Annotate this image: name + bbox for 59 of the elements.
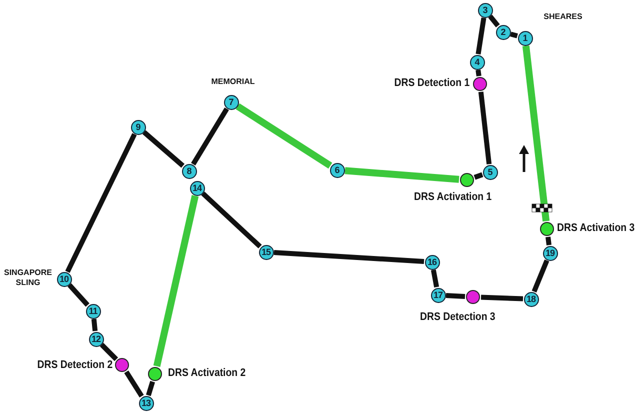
corner-number-marker: 5 [482, 164, 498, 180]
corner-name-label: SHEARES [542, 12, 584, 22]
drs-zone-label: DRS Activation 2 [168, 367, 246, 379]
corner-number-marker: 8 [182, 164, 196, 178]
activation-point-marker [148, 367, 162, 381]
corner-name-label: MEMORIAL [210, 77, 256, 88]
track-segment [446, 293, 466, 299]
drs-zone-track-segment [236, 103, 332, 169]
track-segment [430, 269, 440, 288]
track-segment [546, 236, 552, 246]
corner-number-marker: 17 [430, 288, 446, 302]
drs-zone-label: DRS Detection 1 [394, 77, 470, 89]
track-segment [191, 108, 229, 166]
drs-zone-track-segment [153, 195, 199, 367]
track-segment [476, 70, 482, 76]
corner-number-marker: 16 [424, 254, 440, 270]
corner-number-marker: 9 [130, 120, 146, 134]
drs-zone-track-segment [344, 167, 460, 183]
corner-number-marker: 13 [138, 396, 154, 410]
track-segment [146, 380, 155, 396]
track-segment [201, 192, 262, 248]
track-segment [142, 130, 185, 168]
drs-zone-label: DRS Detection 3 [420, 311, 496, 323]
track-segment [488, 14, 500, 28]
corner-number-marker: 18 [524, 292, 538, 306]
drs-zone-label: DRS Activation 1 [414, 191, 492, 203]
activation-point-marker [460, 173, 474, 187]
track-segment [480, 294, 524, 302]
track-segment [68, 283, 90, 307]
detection-point-marker [473, 77, 487, 91]
drs-zone-label: DRS Detection 2 [37, 359, 113, 371]
corner-number-marker: 12 [88, 332, 104, 346]
track-segment [274, 250, 424, 264]
track-segment [478, 92, 492, 164]
corner-number-marker: 2 [496, 24, 510, 40]
activation-point-marker [540, 222, 554, 236]
detection-point-marker [115, 358, 129, 372]
detection-point-marker [466, 290, 480, 304]
track-segment [532, 259, 550, 293]
track-segment [476, 18, 486, 54]
corner-number-marker: 11 [86, 304, 100, 318]
corner-number-marker: 10 [56, 272, 72, 286]
corner-number-marker: 6 [330, 162, 344, 178]
track-segment [91, 318, 98, 332]
track-segment [474, 172, 484, 180]
corner-name-label: SINGAPORE SLING [2, 268, 53, 289]
track-segment [510, 32, 518, 38]
corner-number-marker: 4 [470, 54, 484, 70]
track-segment [100, 342, 118, 362]
corner-number-marker: 3 [478, 2, 492, 18]
corner-number-marker: 1 [518, 30, 532, 46]
corner-number-marker: 15 [258, 244, 274, 260]
track-segment [65, 133, 137, 273]
track-segment [124, 370, 144, 398]
drs-zone-track-segment [522, 46, 550, 222]
corner-number-marker: 19 [542, 246, 558, 260]
corner-number-marker: 14 [190, 180, 204, 196]
corner-number-marker: 7 [224, 94, 238, 110]
drs-zone-label: DRS Activation 3 [557, 222, 635, 234]
